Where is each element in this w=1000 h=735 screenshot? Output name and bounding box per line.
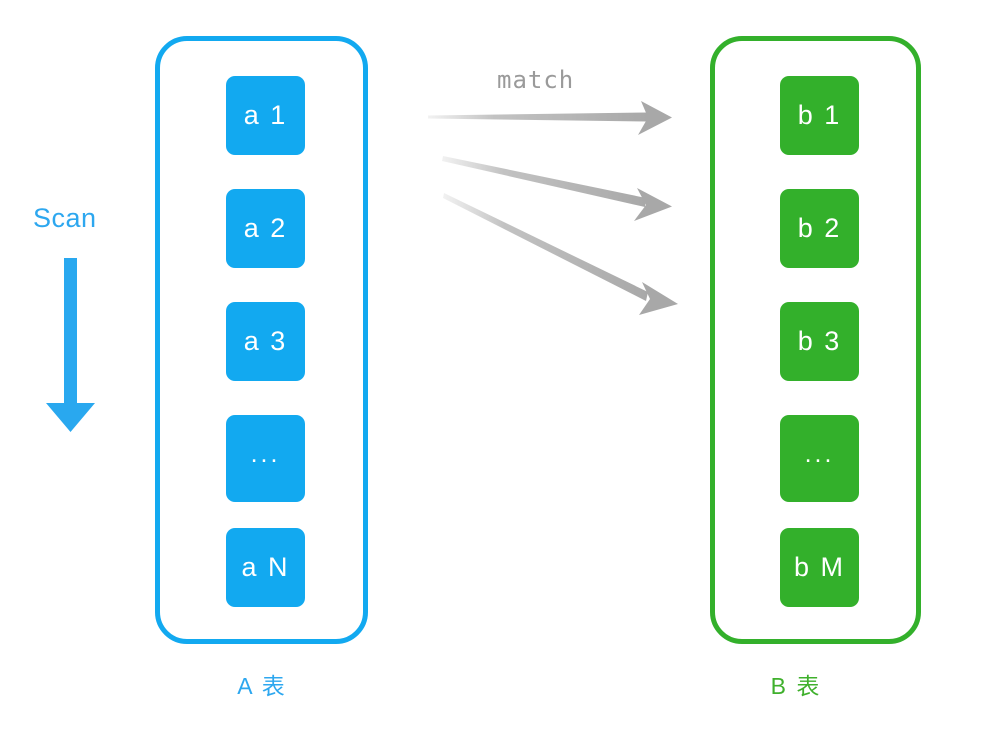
table-b-container: b 1 b 2 b 3 ... b M — [710, 36, 921, 644]
cell-a-2[interactable]: a 2 — [226, 189, 305, 268]
cell-a-3[interactable]: a 3 — [226, 302, 305, 381]
match-arrow-2 — [442, 156, 672, 221]
match-arrow-1 — [428, 101, 672, 135]
cell-b-ellipsis: ... — [780, 415, 859, 502]
arrow-down-icon — [46, 258, 95, 432]
table-a-container: a 1 a 2 a 3 ... a N — [155, 36, 368, 644]
cell-b-m[interactable]: b M — [780, 528, 859, 607]
cell-a-ellipsis: ... — [226, 415, 305, 502]
cell-b-2[interactable]: b 2 — [780, 189, 859, 268]
cell-b-3[interactable]: b 3 — [780, 302, 859, 381]
cell-a-1[interactable]: a 1 — [226, 76, 305, 155]
match-arrow-3 — [443, 193, 678, 315]
table-b-caption: B 表 — [770, 673, 822, 699]
cell-b-1[interactable]: b 1 — [780, 76, 859, 155]
table-a-caption: A 表 — [237, 673, 287, 699]
match-label: match — [497, 66, 575, 94]
cell-a-n[interactable]: a N — [226, 528, 305, 607]
scan-label: Scan — [33, 203, 97, 233]
